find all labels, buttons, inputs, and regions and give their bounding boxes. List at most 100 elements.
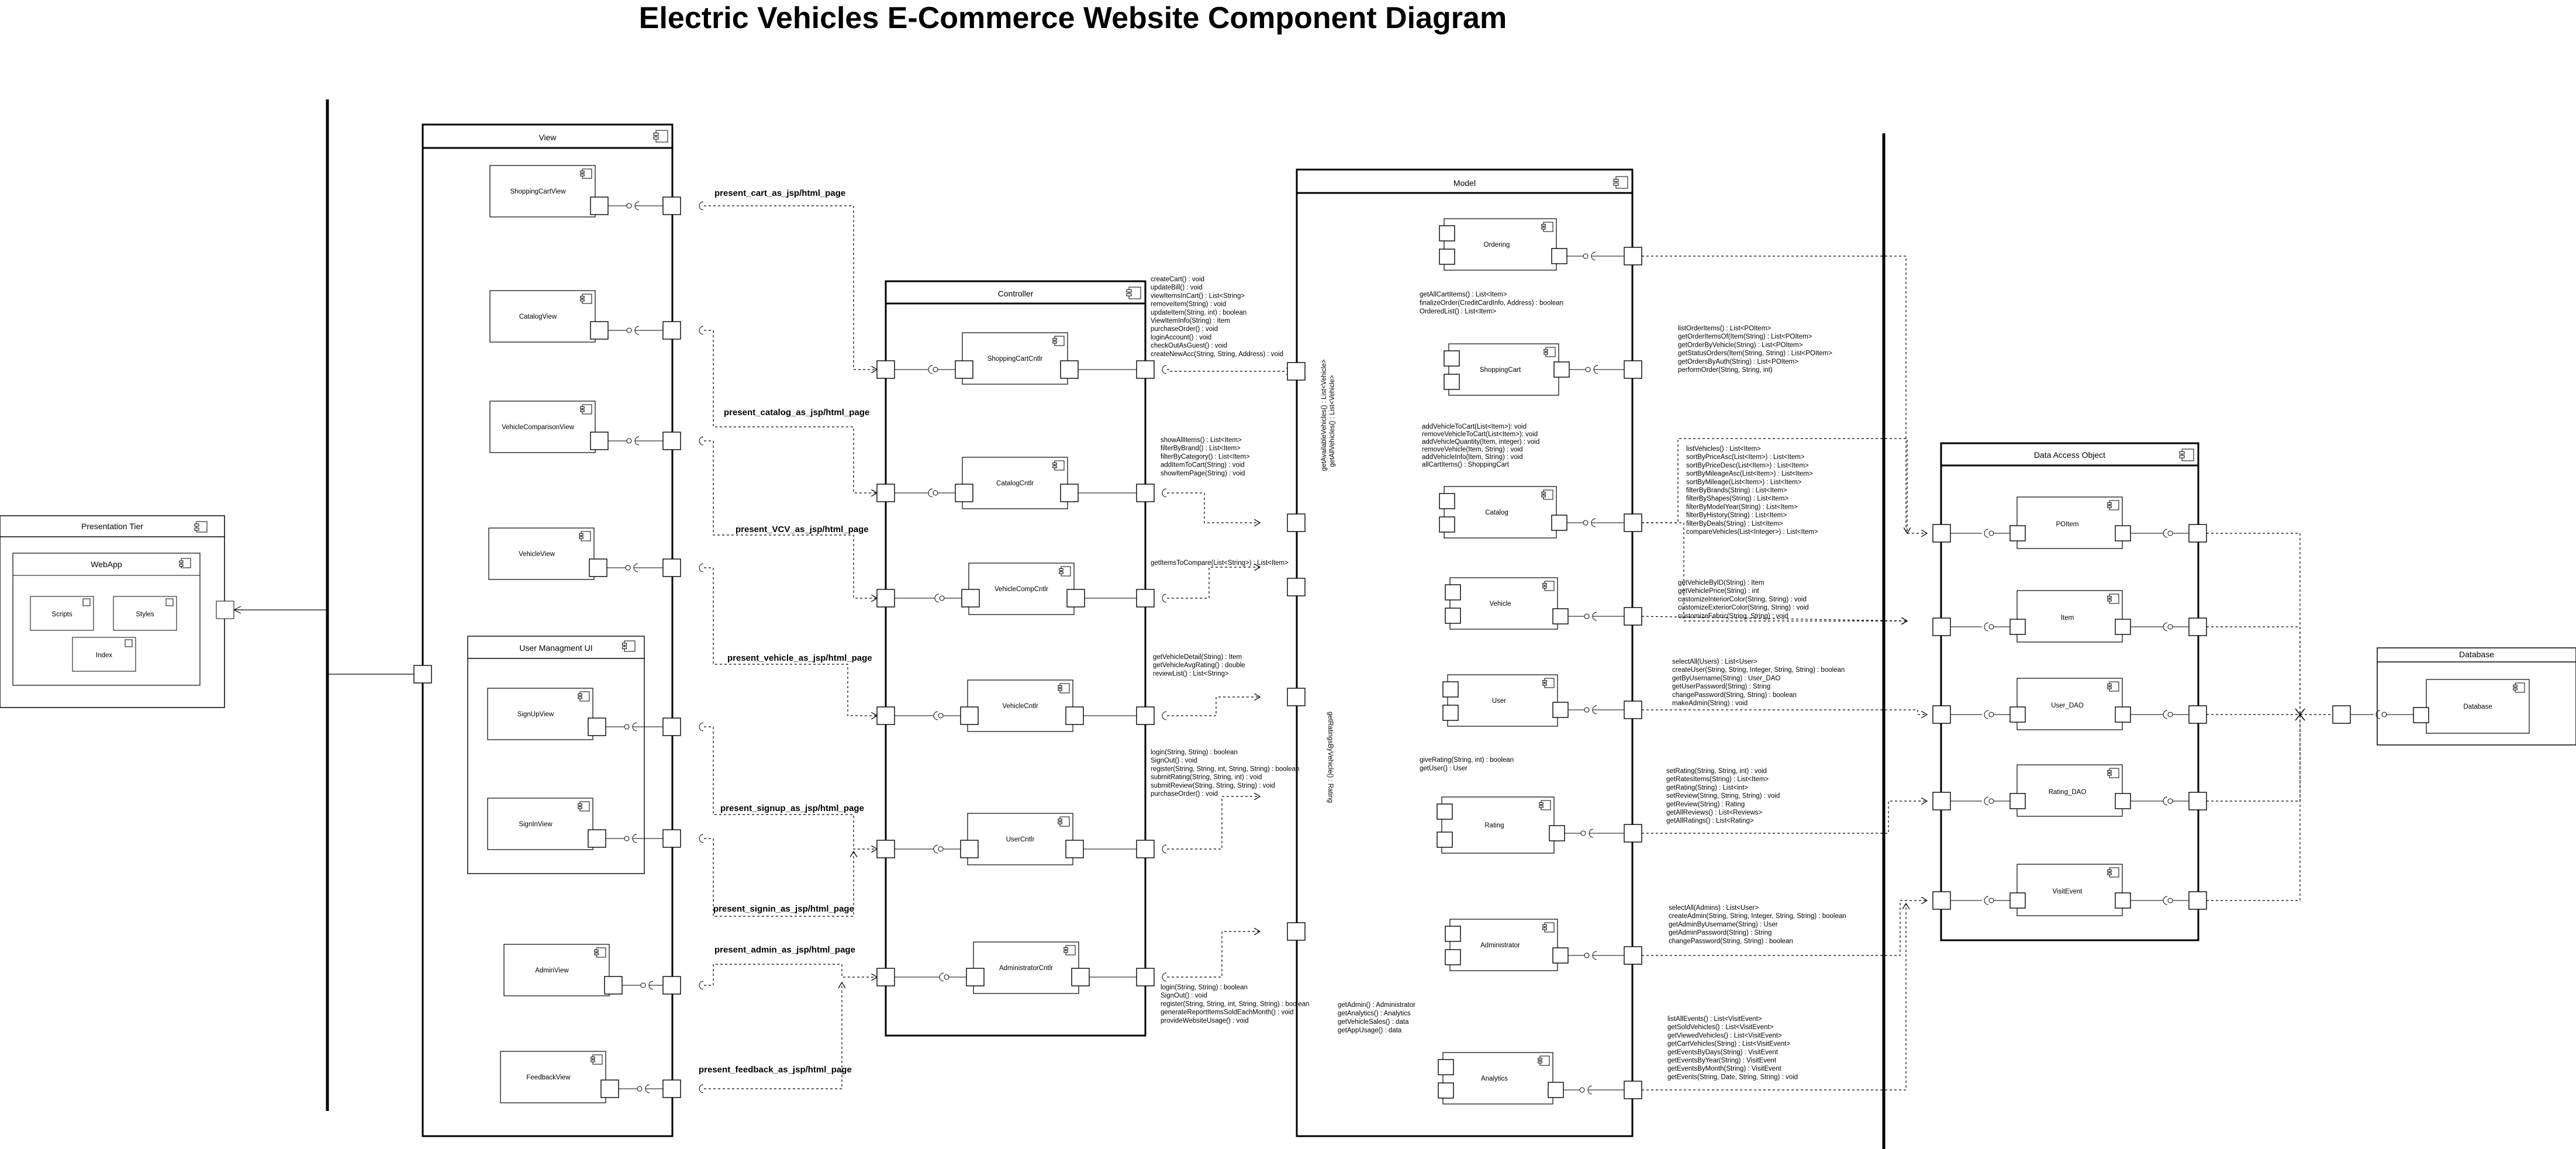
user-component[interactable]: User [1442, 674, 1642, 727]
catalog-link-label: present_catalog_as_jsp/html_page [724, 408, 869, 417]
controller-op: purchaseOrder() : void [1151, 326, 1218, 333]
shopping-cart-cntlr-provided [933, 367, 955, 372]
user-cntlr[interactable]: UserCntlr [876, 813, 1155, 865]
vehicle-component[interactable]: Vehicle [1445, 577, 1642, 630]
signup-view-boundary-port [662, 717, 681, 736]
controller-op: register(String, String, int, String, St… [1151, 765, 1299, 772]
controller-label: Controller [998, 289, 1034, 298]
labels: present_cart_as_jsp/html_page present_cat… [699, 188, 1846, 1081]
catalog-component[interactable]: Catalog [1439, 486, 1642, 539]
webapp-package[interactable]: WebApp Scripts Styles Index [12, 553, 201, 686]
user-cntlr-boundary-right [1136, 840, 1155, 858]
database-component[interactable]: Database [2413, 679, 2530, 734]
analytics-right-port [1548, 1082, 1564, 1098]
presentation-tier[interactable]: Presentation Tier WebApp Scripts Styles [0, 515, 234, 708]
vehicle-comp-cntlr[interactable]: VehicleCompCntlr [876, 563, 1155, 615]
dao-db-link-0 [2206, 533, 2301, 715]
visit-event-label: VisitEvent [2053, 888, 2083, 895]
dao-op: sortByPriceAsc(List<Item>) : List<Item> [1686, 454, 1805, 461]
dao-op: getEvents(String, Date, String, String) … [1667, 1074, 1798, 1081]
ordering-port-b [1439, 249, 1455, 265]
user-dao-dao[interactable]: User_DAO [1932, 678, 2207, 730]
administrator-cntlr-left-port [966, 968, 985, 986]
catalog-view[interactable]: CatalogView [489, 290, 681, 343]
vehicle-right-port [1552, 608, 1569, 624]
catalog-cntlr[interactable]: CatalogCntlr [876, 457, 1155, 509]
signup-view[interactable]: SignUpView [487, 688, 681, 740]
webapp-label: WebApp [91, 560, 122, 569]
rating-dao-dao[interactable]: Rating_DAO [1932, 764, 2207, 817]
administrator-port-b [1445, 949, 1461, 965]
controller-component-icon [1126, 287, 1141, 299]
scripts-item[interactable]: Scripts [30, 596, 94, 631]
model-container[interactable]: ModelOrderingShoppingCartCatalogVehicleU… [1287, 168, 1642, 1137]
vehicle-cntlr[interactable]: VehicleCntlr [876, 679, 1155, 732]
administrator-component[interactable]: Administrator [1445, 919, 1642, 971]
index-item[interactable]: Index [72, 637, 136, 672]
vehicle-comparison-view-boundary-port [662, 432, 681, 450]
feedback-view-icon [591, 1054, 603, 1065]
controller-op: showItemPage(String) : void [1161, 470, 1245, 477]
vehicle-comparison-view[interactable]: VehicleComparisonView [489, 401, 681, 453]
model-op: addVehicleToCart(List<Item>): void [1422, 423, 1527, 430]
dao-op: setRating(String, String, int) : void [1666, 768, 1767, 775]
vehicle-boundary-port [1624, 607, 1642, 626]
model-dao-link-5 [1642, 801, 1927, 834]
shopping-cart-cntlr-boundary-right [1136, 360, 1155, 379]
controller-op: updateItem(String, int) : boolean [1151, 309, 1246, 316]
signin-view-provided [606, 836, 630, 841]
dao-op: getRating(String) : List<int> [1666, 784, 1748, 791]
user-dao-boundary-right [2188, 705, 2207, 724]
rating-component[interactable]: Rating [1437, 796, 1642, 854]
rating-provided [1565, 830, 1586, 836]
item-dao[interactable]: Item [1932, 590, 2207, 643]
cart-link-label: present_cart_as_jsp/html_page [714, 188, 845, 198]
ordering-component[interactable]: Ordering [1439, 218, 1642, 271]
user-dao-icon [2107, 681, 2119, 692]
administrator-cntlr-boundary-right [1136, 968, 1155, 986]
vehicle-label: Vehicle [1489, 601, 1511, 608]
shopping-cart-port-a [1444, 350, 1460, 367]
vehicle-comparison-view-port [590, 432, 609, 450]
shopping-cart-view-boundary-port [662, 196, 681, 215]
model-vertical-label: getAllVehicles() : List<Vehicle> [1329, 375, 1336, 467]
rating-dao-icon [2107, 768, 2119, 778]
dao-container[interactable]: Data Access ObjectPOItemItemUser_DAORati… [1932, 442, 2207, 941]
shopping-cart-component[interactable]: ShoppingCart [1444, 343, 1642, 396]
analytics-component[interactable]: Analytics [1438, 1052, 1642, 1105]
po-item-required [2167, 530, 2189, 536]
controller-op: getVehicleDetail(String) : Item [1153, 654, 1242, 661]
visit-event-icon [2107, 867, 2119, 878]
controller-op: filterByCategory() : List<Item> [1161, 453, 1250, 460]
dao-op: listOrderItems() : List<POItem> [1678, 325, 1771, 332]
shopping-cart-view[interactable]: ShoppingCartView [489, 165, 681, 218]
feedback-view[interactable]: FeedbackView [500, 1051, 681, 1103]
model-op: addVehicleInfo(Item, String) : void [1422, 454, 1523, 461]
feedback-view-label: FeedbackView [526, 1074, 571, 1081]
po-item-dao[interactable]: POItem [1932, 496, 2207, 549]
administrator-cntlr[interactable]: AdministratorCntlr [876, 941, 1155, 994]
scripts-label: Scripts [51, 611, 72, 618]
admin-view[interactable]: AdminView [503, 944, 681, 996]
signup-link-dependency [704, 726, 877, 849]
controller-container[interactable]: ControllerShoppingCartCntlrCatalogCntlrV… [876, 280, 1155, 1037]
styles-item[interactable]: Styles [113, 596, 177, 631]
catalog-provided [1567, 520, 1589, 526]
shopping-cart-label: ShoppingCart [1480, 367, 1521, 374]
model-vertical-label: getRatingsByVehicle() : Rating [1327, 712, 1334, 803]
shopping-cart-cntlr[interactable]: ShoppingCartCntlr [876, 332, 1155, 385]
vehicle-comp-cntlr-boundary-right [1136, 589, 1155, 608]
vehicle-view[interactable]: VehicleView [488, 527, 681, 580]
controller-op: SignOut() : void [1161, 992, 1207, 999]
presentation-tier-label: Presentation Tier [81, 522, 143, 531]
dao-op: sortByPriceDesc(List<Item>) : List<Item> [1686, 462, 1809, 469]
signin-view[interactable]: SignInView [487, 798, 681, 850]
vehicle-cntlr-boundary-left [876, 706, 895, 725]
controller-model-link-3 [1167, 697, 1260, 716]
signup-view-port [588, 717, 606, 736]
visit-event-dao[interactable]: VisitEvent [1932, 864, 2207, 916]
model-dao-link-4 [1642, 709, 1927, 715]
user-label: User [1492, 698, 1506, 705]
